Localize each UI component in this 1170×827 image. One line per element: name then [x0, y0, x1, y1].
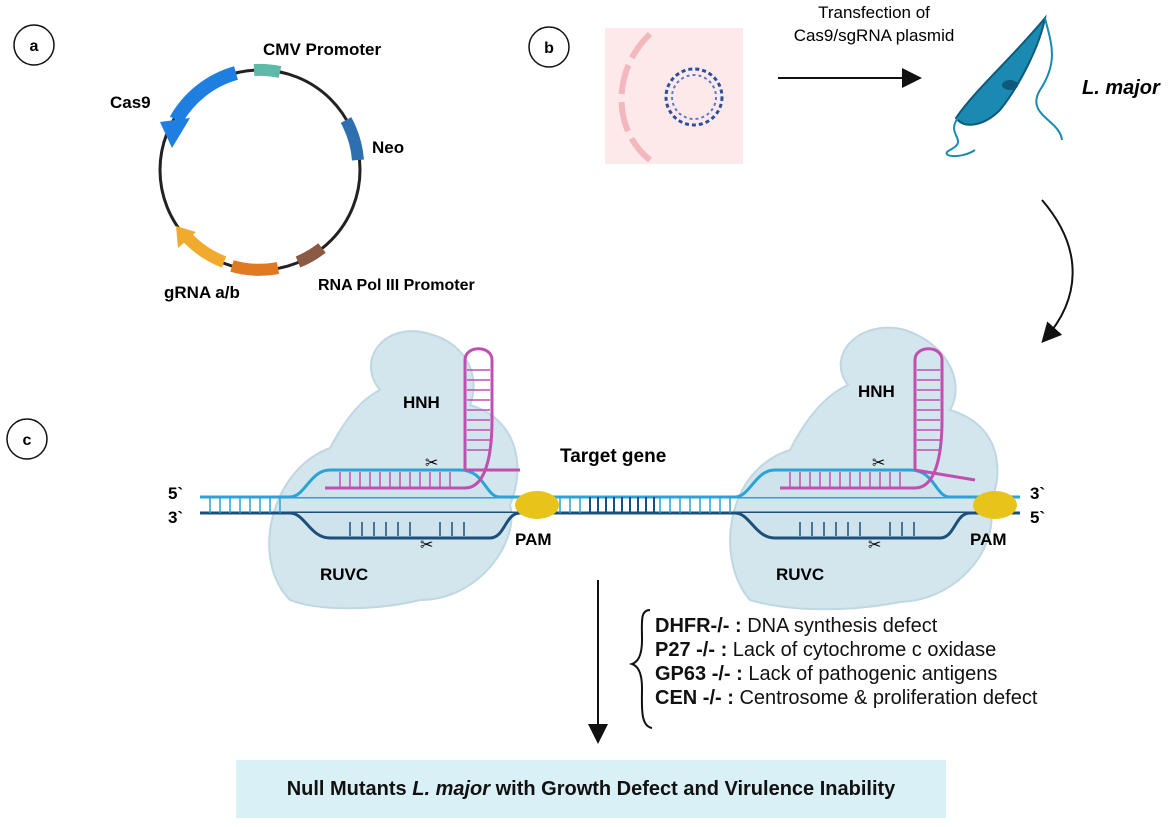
- leishmania-icon: [945, 14, 1063, 157]
- svg-text:c: c: [23, 432, 32, 449]
- hnh-label-left: HNH: [403, 393, 440, 412]
- ruvc-label-right: RUVC: [776, 565, 824, 584]
- result-banner: Null Mutants L. major with Growth Defect…: [236, 760, 946, 818]
- scissors-icon: ✂: [425, 455, 438, 472]
- scissors-icon: ✂: [868, 537, 881, 554]
- neo-segment: [340, 117, 364, 161]
- target-gene-label: Target gene: [560, 446, 666, 467]
- rna-pol3-label: RNA Pol III Promoter: [318, 277, 475, 294]
- plasmid-map: CMV Promoter Cas9 Neo RNA Pol III Promot…: [110, 40, 475, 302]
- grna-label: gRNA a/b: [164, 283, 240, 302]
- mutant-row: GP63 -/- : Lack of pathogenic antigens: [655, 663, 998, 685]
- svg-text:a: a: [30, 38, 39, 55]
- mutant-row: CEN -/- : Centrosome & proliferation def…: [655, 687, 1038, 709]
- panel-a-label: a: [13, 24, 55, 66]
- cas9-arrow: [169, 66, 239, 124]
- five-prime-left: 5`: [168, 484, 183, 503]
- neo-label: Neo: [372, 138, 404, 157]
- ruvc-label-left: RUVC: [320, 565, 368, 584]
- rna-pol3-segment: [295, 243, 326, 268]
- hnh-label-right: HNH: [858, 382, 895, 401]
- dna-bubble-left: ✂ ✂: [289, 347, 521, 554]
- pam-label-right: PAM: [970, 530, 1007, 549]
- mutant-row: DHFR-/- : DNA synthesis defect: [655, 615, 938, 637]
- cas9-label: Cas9: [110, 93, 151, 112]
- host-cell: [605, 28, 743, 164]
- dna-bubble-right: ✂ ✂: [734, 347, 976, 554]
- three-prime-right: 3`: [1030, 484, 1045, 503]
- grna-orange-segment: [230, 260, 280, 276]
- banner-prefix: Null Mutants: [286, 777, 413, 800]
- pam-site-right: [973, 491, 1017, 519]
- panel-c-label: c: [6, 418, 48, 460]
- banner-organism: L. major: [412, 777, 491, 800]
- organism-label: L. major: [1082, 77, 1161, 99]
- scissors-icon: ✂: [420, 537, 433, 554]
- transfection-line1: Transfection of: [818, 3, 930, 22]
- grna-arrow: [181, 231, 227, 268]
- mutant-list: DHFR-/- : DNA synthesis defect P27 -/- :…: [655, 614, 1037, 710]
- cas9-complex-right: [729, 326, 999, 611]
- svg-text:b: b: [544, 40, 554, 57]
- curved-arrow: [1041, 199, 1074, 343]
- scissors-icon: ✂: [872, 455, 885, 472]
- five-prime-right: 5`: [1030, 508, 1045, 527]
- mutant-brace: [628, 609, 653, 729]
- three-prime-left: 3`: [168, 508, 183, 527]
- cmv-promoter-segment: [253, 63, 282, 78]
- transfection-line2: Cas9/sgRNA plasmid: [794, 26, 955, 45]
- cmv-promoter-label: CMV Promoter: [263, 40, 381, 59]
- mutant-row: P27 -/- : Lack of cytochrome c oxidase: [655, 639, 997, 661]
- banner-suffix: with Growth Defect and Virulence Inabili…: [490, 777, 896, 800]
- pam-site-left: [515, 491, 559, 519]
- panel-b-label: b: [528, 26, 570, 68]
- pam-label-left: PAM: [515, 530, 552, 549]
